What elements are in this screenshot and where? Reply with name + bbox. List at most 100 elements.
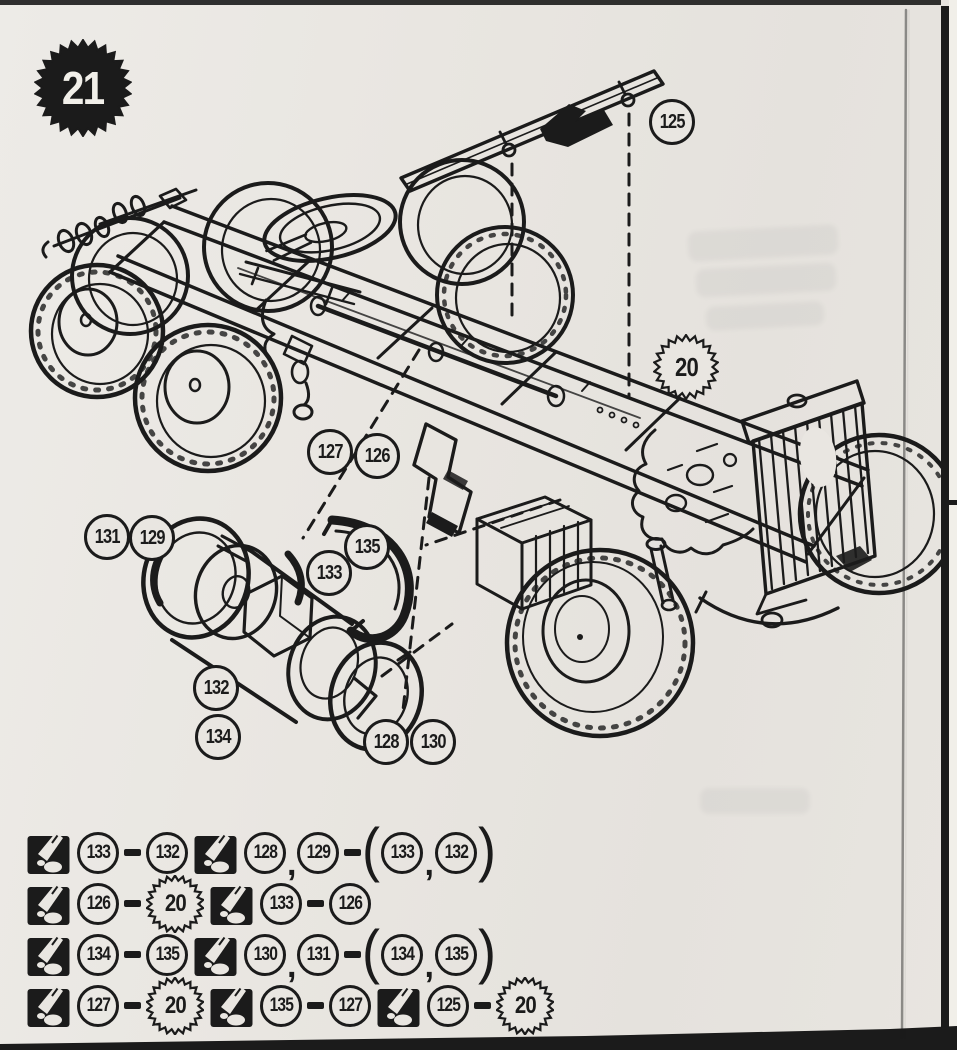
starburst-shape <box>146 976 204 1035</box>
cement-icon <box>26 881 72 927</box>
front-wheel <box>504 537 696 739</box>
part-circle-125: 125 <box>427 984 469 1027</box>
paper-crease-shadow <box>904 9 910 1039</box>
part-number: 132 <box>444 841 468 863</box>
part-number: 133 <box>269 892 293 914</box>
cement-icon <box>376 983 422 1029</box>
cement-tube-icon <box>377 984 420 1027</box>
chassis-frame <box>108 187 870 564</box>
starburst-shape <box>653 334 719 400</box>
part-circle-126: 126 <box>329 882 371 925</box>
callout-134: 134 <box>195 714 241 760</box>
cement-icon <box>209 881 255 927</box>
callout-label: 126 <box>364 444 391 467</box>
part-number: 127 <box>86 994 110 1016</box>
connector-dash <box>124 951 141 958</box>
connector-dash <box>124 900 141 907</box>
callout-label: 134 <box>205 725 232 748</box>
badge-label: 20 <box>514 991 536 1019</box>
badge-label: 20 <box>164 889 186 917</box>
part-number: 130 <box>253 943 277 965</box>
bottom-section-divider <box>0 1026 957 1050</box>
callout-label: 127 <box>317 440 344 463</box>
part-number: 134 <box>390 943 415 965</box>
cement-icon <box>193 830 239 876</box>
part-number: 126 <box>338 892 362 914</box>
connector-dash <box>344 849 362 856</box>
callout-133: 133 <box>306 550 352 596</box>
cement-tube-icon <box>210 984 253 1027</box>
part-number: 134 <box>86 943 110 965</box>
part-circle-126: 126 <box>77 882 119 925</box>
cement-icon <box>26 830 72 876</box>
connector-dash <box>474 1002 491 1009</box>
cement-tube-icon <box>27 831 70 874</box>
part-circle-133: 133 <box>77 831 119 874</box>
page-top-edge <box>0 0 941 5</box>
callout-label: 130 <box>420 730 447 753</box>
part-circle-133: 133 <box>381 831 424 874</box>
show-through-ghost <box>700 788 810 814</box>
callout-125: 125 <box>649 99 695 145</box>
cement-icon <box>26 983 72 1029</box>
step-number: 21 <box>62 62 105 114</box>
part-circle-135: 135 <box>146 933 188 976</box>
step-number-badge: 21 <box>34 39 132 137</box>
callout-132: 132 <box>193 665 239 711</box>
right-edge-notch <box>949 500 957 505</box>
callout-128: 128 <box>363 719 409 765</box>
connector-dash <box>124 849 141 856</box>
callout-label: 125 <box>659 110 686 133</box>
badge-label: 20 <box>674 351 699 382</box>
callout-131: 131 <box>84 514 130 560</box>
part-number: 133 <box>390 841 415 863</box>
part-number: 135 <box>269 994 293 1016</box>
part-circle-134: 134 <box>381 933 424 976</box>
callout-label: 135 <box>354 535 381 558</box>
part-circle-129: 129 <box>297 831 340 874</box>
part-circle-127: 127 <box>329 984 371 1027</box>
cement-tube-icon <box>194 933 237 976</box>
assembly-row-2: 126 20 133 126 <box>26 874 554 933</box>
part-circle-130: 130 <box>244 933 286 976</box>
part-circle-132: 132 <box>434 831 477 874</box>
part-number: 125 <box>436 994 460 1016</box>
fifth-wheel <box>238 193 398 306</box>
part-circle-133: 133 <box>260 882 302 925</box>
part-number: 126 <box>86 892 110 914</box>
cement-tube-icon <box>210 882 253 925</box>
part-number: 127 <box>338 994 362 1016</box>
rear-wheels-far <box>70 158 575 365</box>
cement-icon <box>26 932 72 978</box>
part-circle-128: 128 <box>244 831 286 874</box>
callout-126: 126 <box>354 433 400 479</box>
callout-label: 133 <box>316 561 343 584</box>
part-number: 133 <box>86 841 110 863</box>
callout-label: 131 <box>94 525 121 548</box>
connector-dash <box>307 1002 324 1009</box>
subassembly-badge-20: 20 <box>496 976 554 1035</box>
starburst-shape <box>496 976 554 1035</box>
callout-130: 130 <box>410 719 456 765</box>
part-number: 132 <box>155 841 179 863</box>
cement-tube-icon <box>27 882 70 925</box>
part-number: 128 <box>253 841 277 863</box>
cement-tube-icon <box>27 984 70 1027</box>
cement-tube-icon <box>27 933 70 976</box>
part-circle-127: 127 <box>77 984 119 1027</box>
starburst-shape <box>146 874 204 933</box>
part-number: 135 <box>444 943 468 965</box>
connector-dash <box>307 900 324 907</box>
part-circle-131: 131 <box>297 933 340 976</box>
callout-label: 132 <box>203 676 230 699</box>
callout-label: 129 <box>139 526 166 549</box>
page-right-edge-bar <box>941 6 949 1046</box>
cement-tube-icon <box>194 831 237 874</box>
part-circle-135: 135 <box>434 933 477 976</box>
